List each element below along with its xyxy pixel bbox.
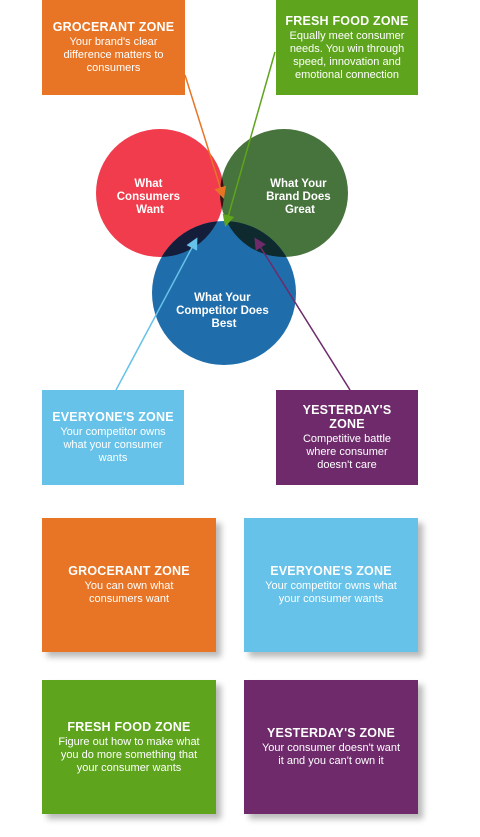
grid-freshfood-box: FRESH FOOD ZONE Figure out how to make w… [42,680,216,814]
grid-grocerant-title: GROCERANT ZONE [68,564,190,578]
top-freshfood-box: FRESH FOOD ZONE Equally meet consumer ne… [276,0,418,95]
grid-everyone-box: EVERYONE'S ZONE Your competitor owns wha… [244,518,418,652]
top-grocerant-title: GROCERANT ZONE [52,20,175,34]
mid-everyone-title: EVERYONE'S ZONE [52,410,174,424]
competitor-circle [152,221,296,365]
consumers-label-line1: What [134,178,162,190]
top-grocerant-box: GROCERANT ZONE Your brand's clear differ… [42,0,185,95]
brand-label-line3: Great [285,204,315,216]
top-grocerant-body: Your brand's clear difference matters to… [63,36,164,74]
brand-label-line1: What Your [270,178,327,190]
top-freshfood-title: FRESH FOOD ZONE [285,13,409,28]
grid-everyone-body: Your competitor owns what your consumer … [265,580,397,605]
mid-yesterday-title: YESTERDAY'S ZONE [302,403,392,431]
brand-label-line2: Brand Does [266,191,331,203]
grid-grocerant-body: You can own what consumers want [84,580,174,605]
grid-everyone-title: EVERYONE'S ZONE [270,564,392,578]
grid-grocerant-box: GROCERANT ZONE You can own what consumer… [42,518,216,652]
mid-yesterday-box: YESTERDAY'S ZONE Competitive battle wher… [276,390,418,485]
consumers-label-line3: Want [136,204,164,216]
grocerant-arrow [184,74,227,199]
competitor-label-line1: What Your [194,292,251,304]
grid-yesterday-body: Your consumer doesn't want it and you ca… [261,742,401,767]
top-freshfood-body: Equally meet consumer needs. You win thr… [289,29,405,81]
competitor-label-line2: Competitor Does [176,305,269,317]
consumers-circle [96,129,224,257]
consumers-label-line2: Consumers [117,191,180,203]
yesterday-arrow [254,237,351,391]
grid-freshfood-title: FRESH FOOD ZONE [67,719,191,734]
consumers-label: What Consumers Want [117,178,183,216]
everyone-arrow [115,237,198,391]
brand-label: What Your Brand Does Great [266,178,334,216]
grid-freshfood-body: Figure out how to make what you do more … [58,735,200,774]
brand-circle [220,129,348,257]
mid-yesterday-body: Competitive battle where consumer doesn'… [302,433,392,471]
competitor-label-line3: Best [212,318,237,330]
competitor-label: What Your Competitor Does Best [176,292,272,330]
freshfood-arrow [222,51,276,227]
mid-everyone-body: Your competitor owns what your consumer … [60,426,166,464]
grid-yesterday-title: YESTERDAY'S ZONE [267,726,395,740]
grid-yesterday-box: YESTERDAY'S ZONE Your consumer doesn't w… [244,680,418,814]
mid-everyone-box: EVERYONE'S ZONE Your competitor owns wha… [42,390,184,485]
venn-diagram: What Consumers Want What Your Brand Does… [96,51,351,391]
